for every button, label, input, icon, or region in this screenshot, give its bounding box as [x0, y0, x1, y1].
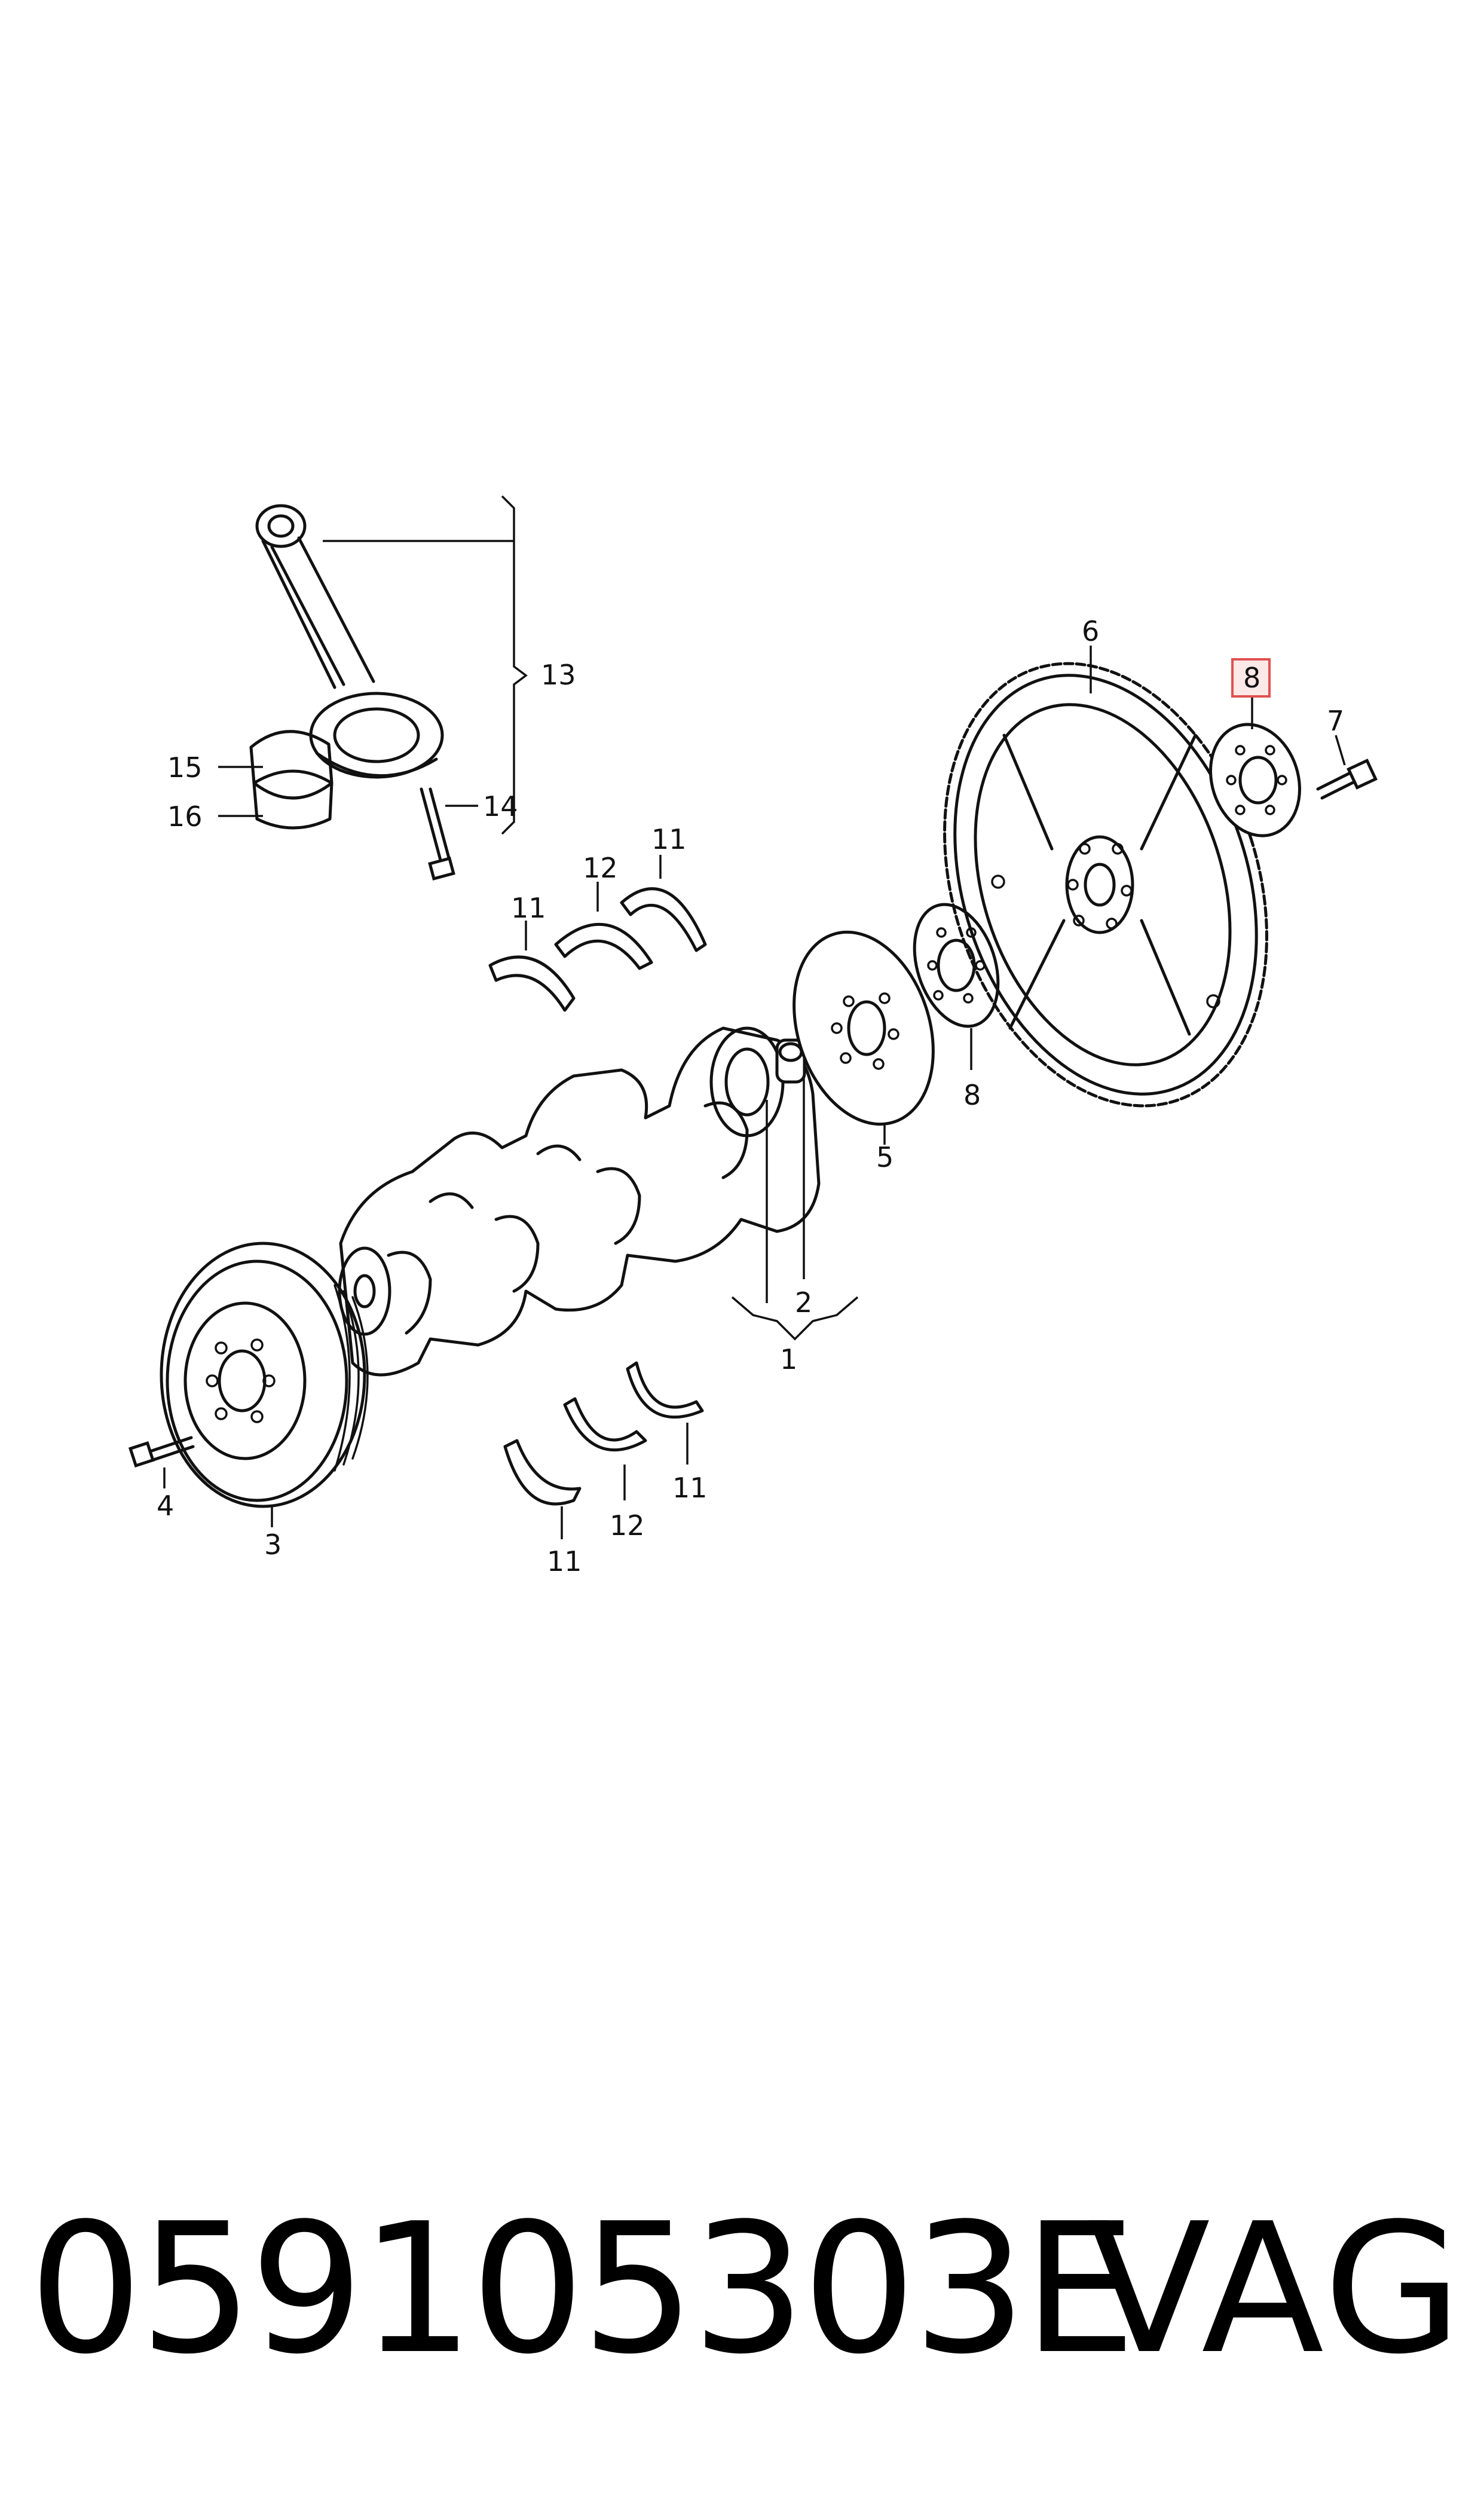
- callout-11-lower-left: 11: [547, 1545, 582, 1578]
- callout-12-lower: 12: [610, 1509, 645, 1542]
- callout-5: 5: [876, 1141, 894, 1173]
- thrust-washer-upper-right: [620, 887, 707, 952]
- bracket-13: [323, 495, 528, 835]
- exploded-parts-diagram: 13 15 16 14 11 12 11 6 8 7 8 5 2 1 4 3 1…: [128, 495, 1378, 1578]
- highlight-box: [1231, 658, 1271, 698]
- callout-11-upper-right: 11: [651, 823, 687, 855]
- crankshaft: [338, 1026, 821, 1377]
- callout-3: 3: [264, 1528, 281, 1561]
- thrust-washer-upper-left: [488, 955, 576, 1012]
- drive-plate: [793, 930, 935, 1126]
- part-number: 059105303E: [29, 2185, 1136, 2393]
- brand-name: VAG: [1088, 2185, 1465, 2393]
- callout-7: 7: [1327, 705, 1344, 737]
- connecting-rod: [255, 504, 444, 779]
- callout-4: 4: [157, 1490, 174, 1522]
- connecting-rod-bolt: [420, 787, 455, 881]
- callout-11-lower-right: 11: [672, 1472, 708, 1504]
- pulley-bolt: [128, 1436, 195, 1468]
- callout-8-highlighted: 8: [1243, 662, 1260, 694]
- thrust-washer-lower-right: [626, 1361, 704, 1419]
- vibration-damper-pulley: [160, 1242, 369, 1508]
- callout-16: 16: [167, 800, 203, 833]
- bearing-shell-lower: [563, 1397, 647, 1452]
- callout-8: 8: [963, 1079, 981, 1111]
- callout-14: 14: [483, 790, 518, 823]
- thrust-washer-lower-left: [503, 1439, 582, 1506]
- bearing-shell-upper: [554, 922, 653, 970]
- callout-15: 15: [167, 751, 203, 784]
- callout-12-upper: 12: [583, 852, 618, 884]
- spacer-plate-highlighted: [1208, 723, 1302, 837]
- flywheel-bolt: [1316, 759, 1378, 800]
- callout-1: 1: [780, 1343, 797, 1375]
- flywheel-ring-gear: [943, 662, 1268, 1108]
- bearing-shell-16: [252, 781, 333, 830]
- callout-2: 2: [795, 1286, 812, 1319]
- callout-11-upper-left: 11: [511, 892, 546, 924]
- callout-6: 6: [1082, 615, 1099, 647]
- callout-13: 13: [541, 659, 576, 691]
